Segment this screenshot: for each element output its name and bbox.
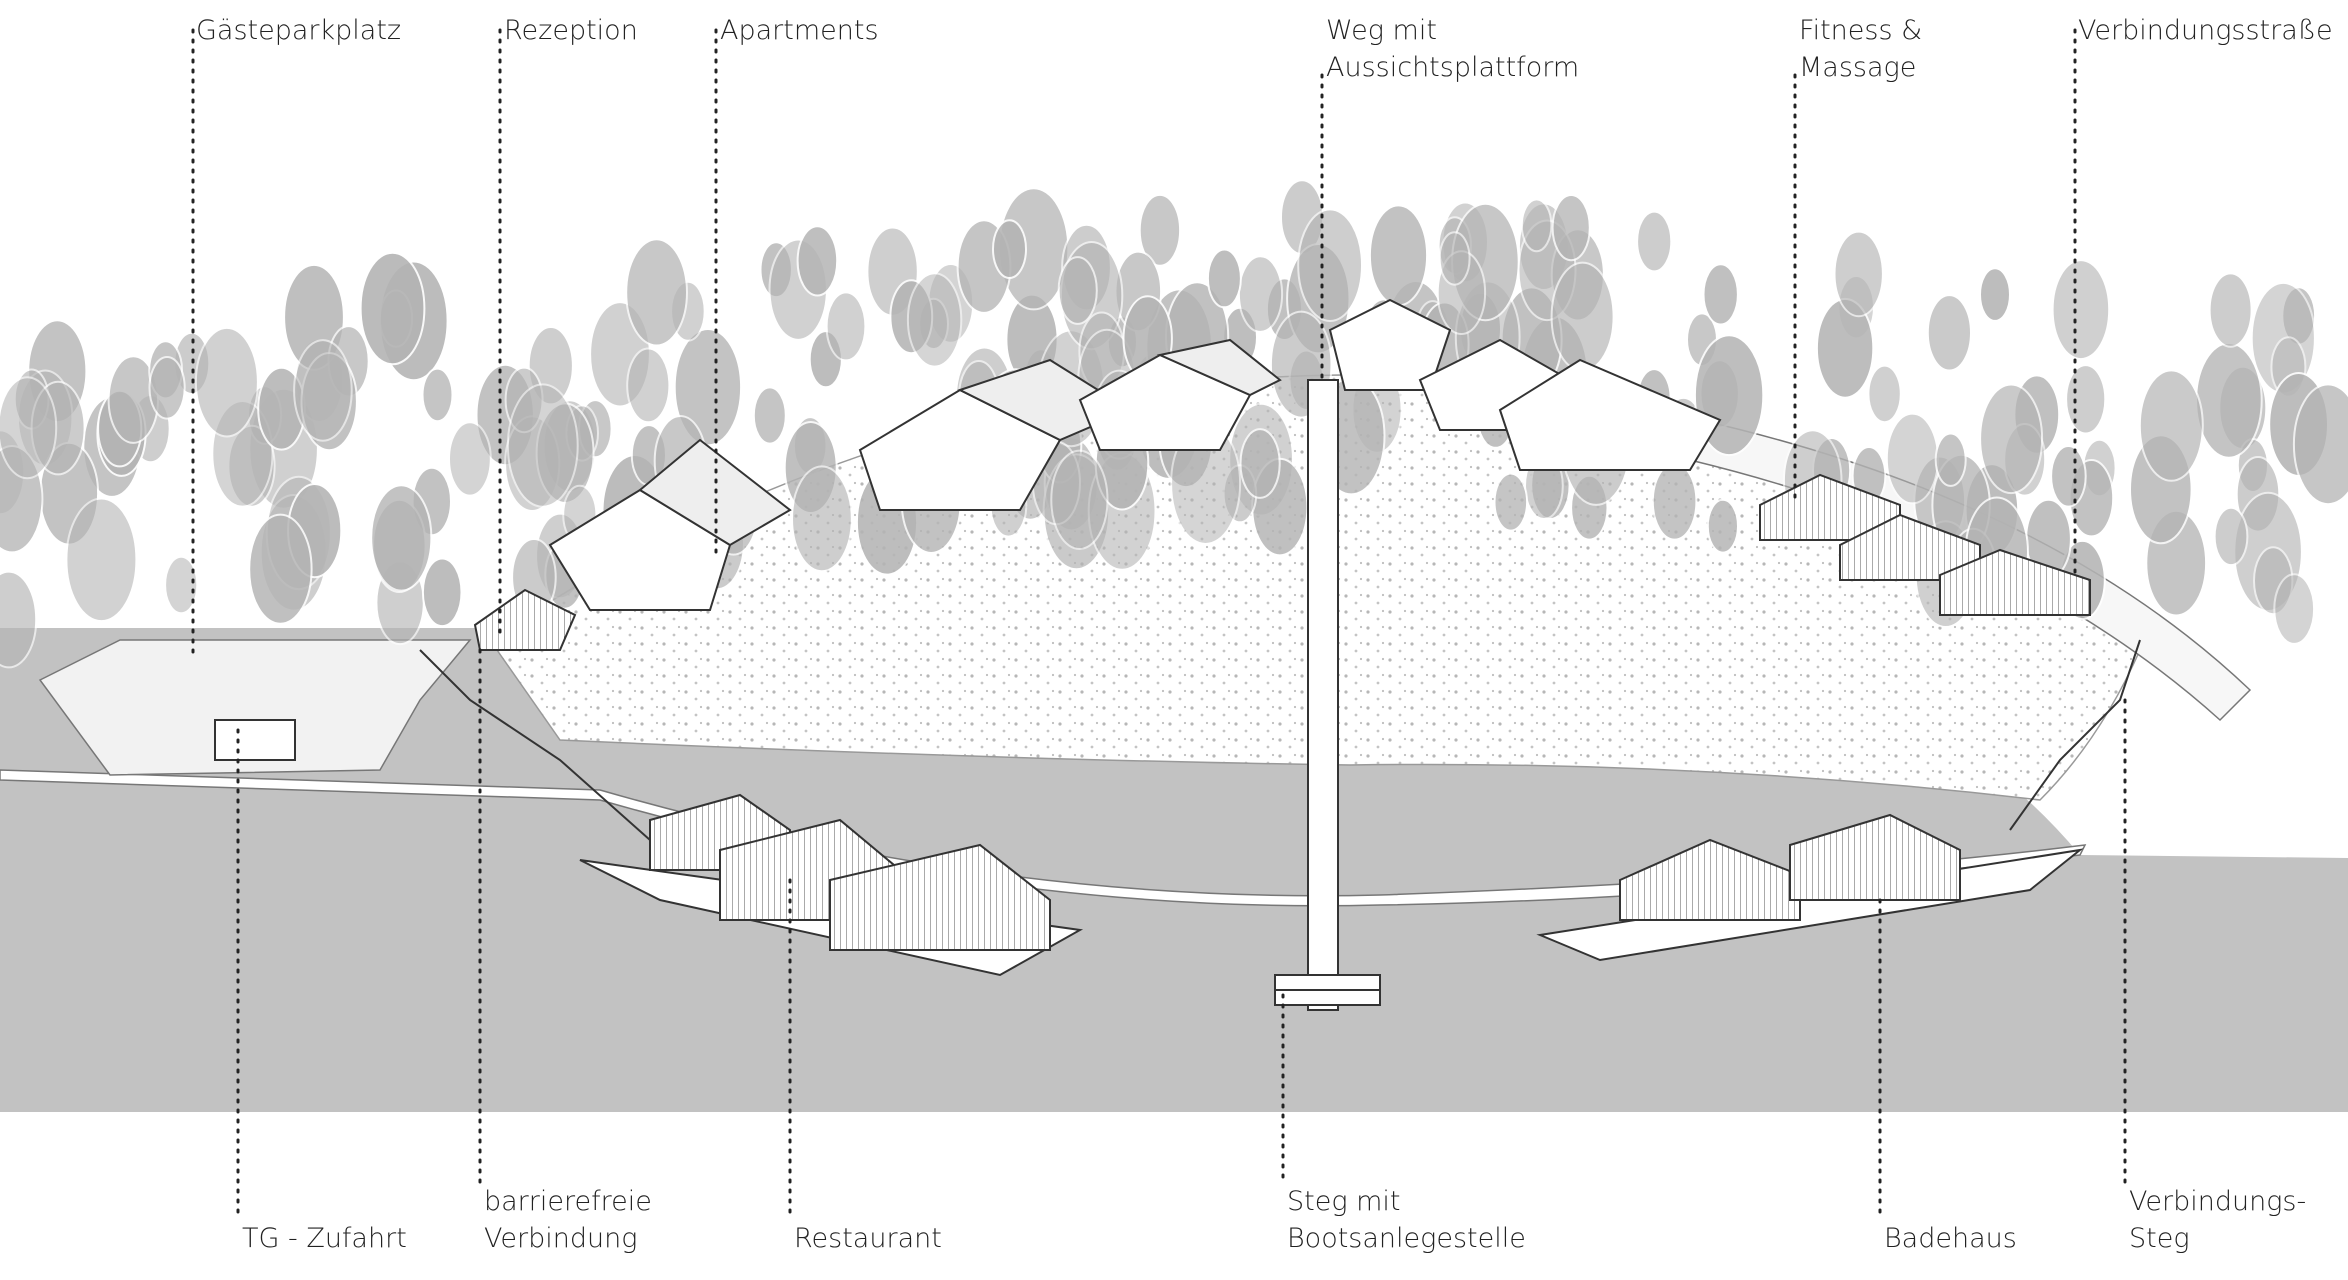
label-steg-bootsanlegestelle: Steg mit Bootsanlegestelle bbox=[1287, 1186, 1526, 1254]
fitness-buildings bbox=[1759, 473, 2091, 616]
label-apartments: Apartments bbox=[720, 15, 879, 46]
tree bbox=[248, 513, 313, 625]
tree bbox=[992, 219, 1027, 280]
tree bbox=[506, 383, 579, 508]
label-verbindungs-steg: Verbindungs- Steg bbox=[2129, 1186, 2307, 1254]
tree bbox=[2065, 364, 2107, 435]
jetty bbox=[1274, 379, 1381, 1011]
tree bbox=[65, 497, 138, 623]
tree bbox=[2051, 259, 2111, 361]
tree bbox=[2138, 369, 2204, 482]
bathhouse-building bbox=[1536, 813, 2084, 962]
tree bbox=[448, 421, 492, 497]
apartment-buildings bbox=[548, 298, 1722, 611]
tree bbox=[1702, 263, 1739, 326]
reception-building bbox=[473, 588, 577, 651]
tree bbox=[1934, 432, 1967, 487]
tree bbox=[2050, 445, 2087, 508]
tree bbox=[1237, 255, 1284, 333]
tree bbox=[1551, 194, 1591, 262]
tree bbox=[370, 484, 433, 592]
tree bbox=[626, 347, 671, 424]
tree bbox=[1651, 462, 1698, 541]
label-rezeption: Rezeption bbox=[504, 15, 638, 46]
label-barrierefreie-verbindung: barrierefreie Verbindung bbox=[484, 1186, 652, 1254]
tree bbox=[1368, 204, 1429, 307]
tree bbox=[1520, 198, 1553, 253]
tree bbox=[791, 465, 853, 573]
tree bbox=[1493, 472, 1529, 532]
tree bbox=[421, 367, 454, 423]
label-verbindungsstrasse: Verbindungsstraße bbox=[2078, 15, 2333, 46]
tree bbox=[2273, 573, 2316, 645]
tree bbox=[796, 225, 839, 297]
tree bbox=[1057, 256, 1098, 325]
tree bbox=[1050, 449, 1109, 550]
tree bbox=[906, 272, 963, 368]
tree bbox=[1636, 210, 1673, 273]
tree bbox=[2213, 506, 2249, 567]
tree bbox=[1706, 498, 1740, 554]
tree bbox=[1206, 248, 1242, 309]
tree bbox=[1867, 364, 1902, 424]
label-weg-aussichtsplattform: Weg mit Aussichtsplattform bbox=[1326, 15, 1580, 83]
tree bbox=[1979, 383, 2044, 495]
tree bbox=[359, 251, 426, 366]
leader-lines bbox=[191, 28, 2127, 1222]
tree bbox=[164, 555, 199, 615]
tree bbox=[194, 326, 259, 438]
tree bbox=[0, 570, 38, 669]
tree bbox=[2208, 272, 2253, 348]
tree bbox=[293, 339, 353, 442]
tree bbox=[1297, 208, 1363, 323]
tree bbox=[1138, 193, 1182, 267]
label-restaurant: Restaurant bbox=[794, 1223, 942, 1254]
shoreline bbox=[0, 769, 2087, 907]
tree bbox=[1438, 231, 1471, 286]
tree bbox=[752, 386, 787, 445]
tree bbox=[1239, 428, 1281, 499]
parking-area bbox=[38, 639, 472, 776]
tree bbox=[0, 376, 58, 480]
tree bbox=[1550, 261, 1615, 372]
tree bbox=[1926, 294, 1973, 372]
tree bbox=[1979, 267, 2011, 322]
tree bbox=[421, 557, 463, 628]
restaurant-building bbox=[579, 793, 1084, 977]
tree bbox=[2292, 383, 2348, 506]
tree bbox=[1833, 230, 1884, 318]
tree bbox=[625, 238, 688, 347]
label-fitness-massage: Fitness & Massage bbox=[1799, 15, 1923, 83]
label-gaesteparkplatz: Gästeparkplatz bbox=[196, 15, 402, 46]
label-tg-zufahrt: TG - Zufahrt bbox=[242, 1223, 407, 1254]
tree bbox=[2195, 342, 2263, 459]
barrier-free-connection bbox=[419, 639, 2141, 841]
tree bbox=[1885, 412, 1940, 505]
tree bbox=[825, 291, 867, 362]
label-badehaus: Badehaus bbox=[1884, 1223, 2017, 1254]
tree bbox=[148, 356, 186, 420]
